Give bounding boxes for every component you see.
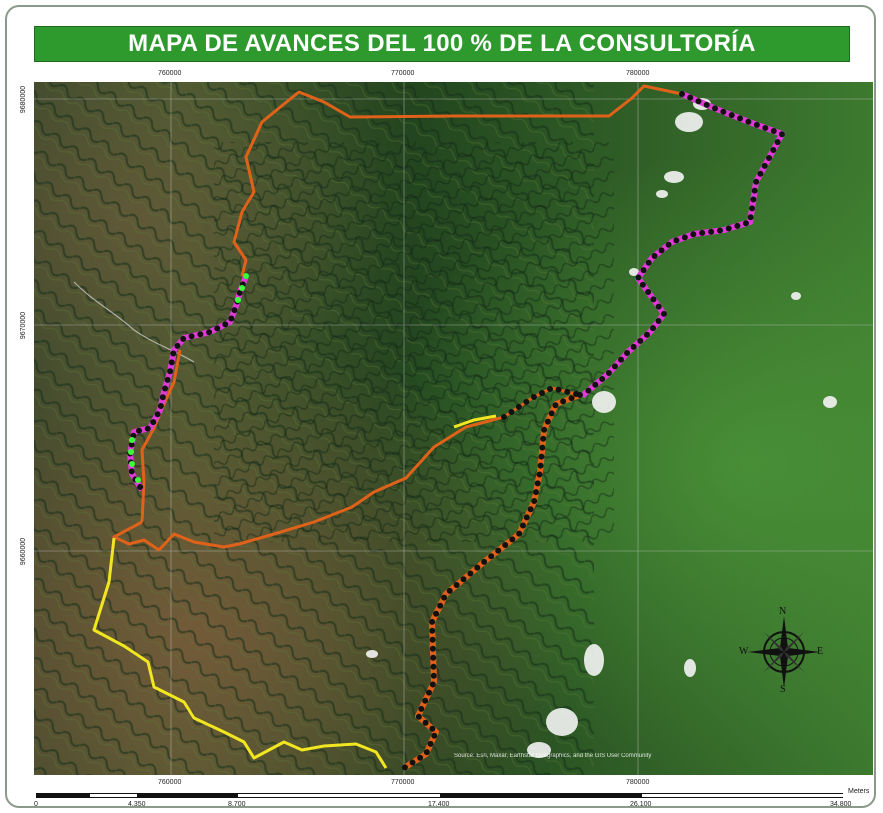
yellow-route [92, 537, 388, 769]
scale-seg-6 [642, 793, 843, 798]
scale-unit: Meters [848, 788, 870, 795]
compass-e: E [817, 646, 824, 657]
orange-route-south [112, 386, 581, 552]
scale-seg-5 [440, 793, 642, 798]
scale-label-4: 26.100 [630, 801, 652, 808]
scale-label-3: 17.400 [428, 801, 450, 808]
map-credits: Source: Esri, Maxar, Earthstar Geographi… [454, 753, 652, 759]
scale-seg-4 [238, 793, 440, 798]
dotted-route-south-east [401, 392, 583, 771]
scale-seg-2 [90, 793, 137, 798]
x-tick-bottom-2: 770000 [391, 779, 415, 786]
scale-bar [36, 793, 843, 798]
compass-rose-icon: N S E W [739, 606, 826, 695]
compass-n: N [779, 606, 787, 617]
dotted-route-river [501, 384, 583, 420]
y-tick-left-3: 9660000 [20, 537, 28, 566]
map-title: MAPA DE AVANCES DEL 100 % DE LA CONSULTO… [128, 30, 756, 57]
x-tick-top-2: 770000 [391, 70, 415, 77]
satellite-map[interactable] [34, 82, 873, 775]
scale-seg-3 [137, 793, 238, 798]
dotted-route-west [126, 273, 249, 493]
x-tick-top-1: 760000 [158, 70, 182, 77]
yellow-route-short [453, 414, 497, 429]
orange-boundary-north [232, 84, 683, 277]
scale-label-2: 8.700 [228, 801, 246, 808]
scale-seg-1 [36, 793, 90, 798]
dotted-route-north-east [579, 91, 787, 399]
x-tick-top-3: 780000 [626, 70, 650, 77]
graticule [34, 82, 873, 775]
y-tick-left-2: 9670000 [20, 311, 28, 340]
scale-label-1: 4.350 [128, 801, 146, 808]
scale-label-5: 34.800 [830, 801, 852, 808]
title-banner: MAPA DE AVANCES DEL 100 % DE LA CONSULTO… [34, 26, 850, 62]
green-route-segments [128, 273, 249, 483]
compass-s: S [780, 684, 786, 695]
x-tick-bottom-3: 780000 [626, 779, 650, 786]
compass-w: W [739, 646, 749, 657]
x-tick-bottom-1: 760000 [158, 779, 182, 786]
orange-route-west [140, 349, 182, 523]
mountain-ridges-dense [214, 142, 614, 542]
y-tick-left-1: 9680000 [20, 85, 28, 114]
scale-label-0: 0 [34, 801, 38, 808]
